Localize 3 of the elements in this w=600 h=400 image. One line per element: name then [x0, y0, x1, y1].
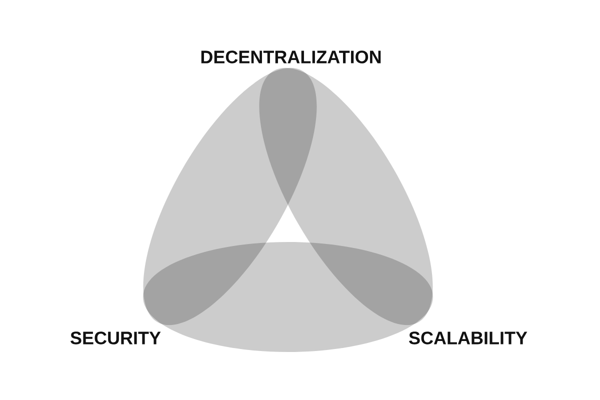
- corner-label: SECURITY: [70, 332, 161, 344]
- corner-label: SCALABILITY: [409, 332, 528, 344]
- corner-label: DECENTRALIZATION: [201, 50, 381, 64]
